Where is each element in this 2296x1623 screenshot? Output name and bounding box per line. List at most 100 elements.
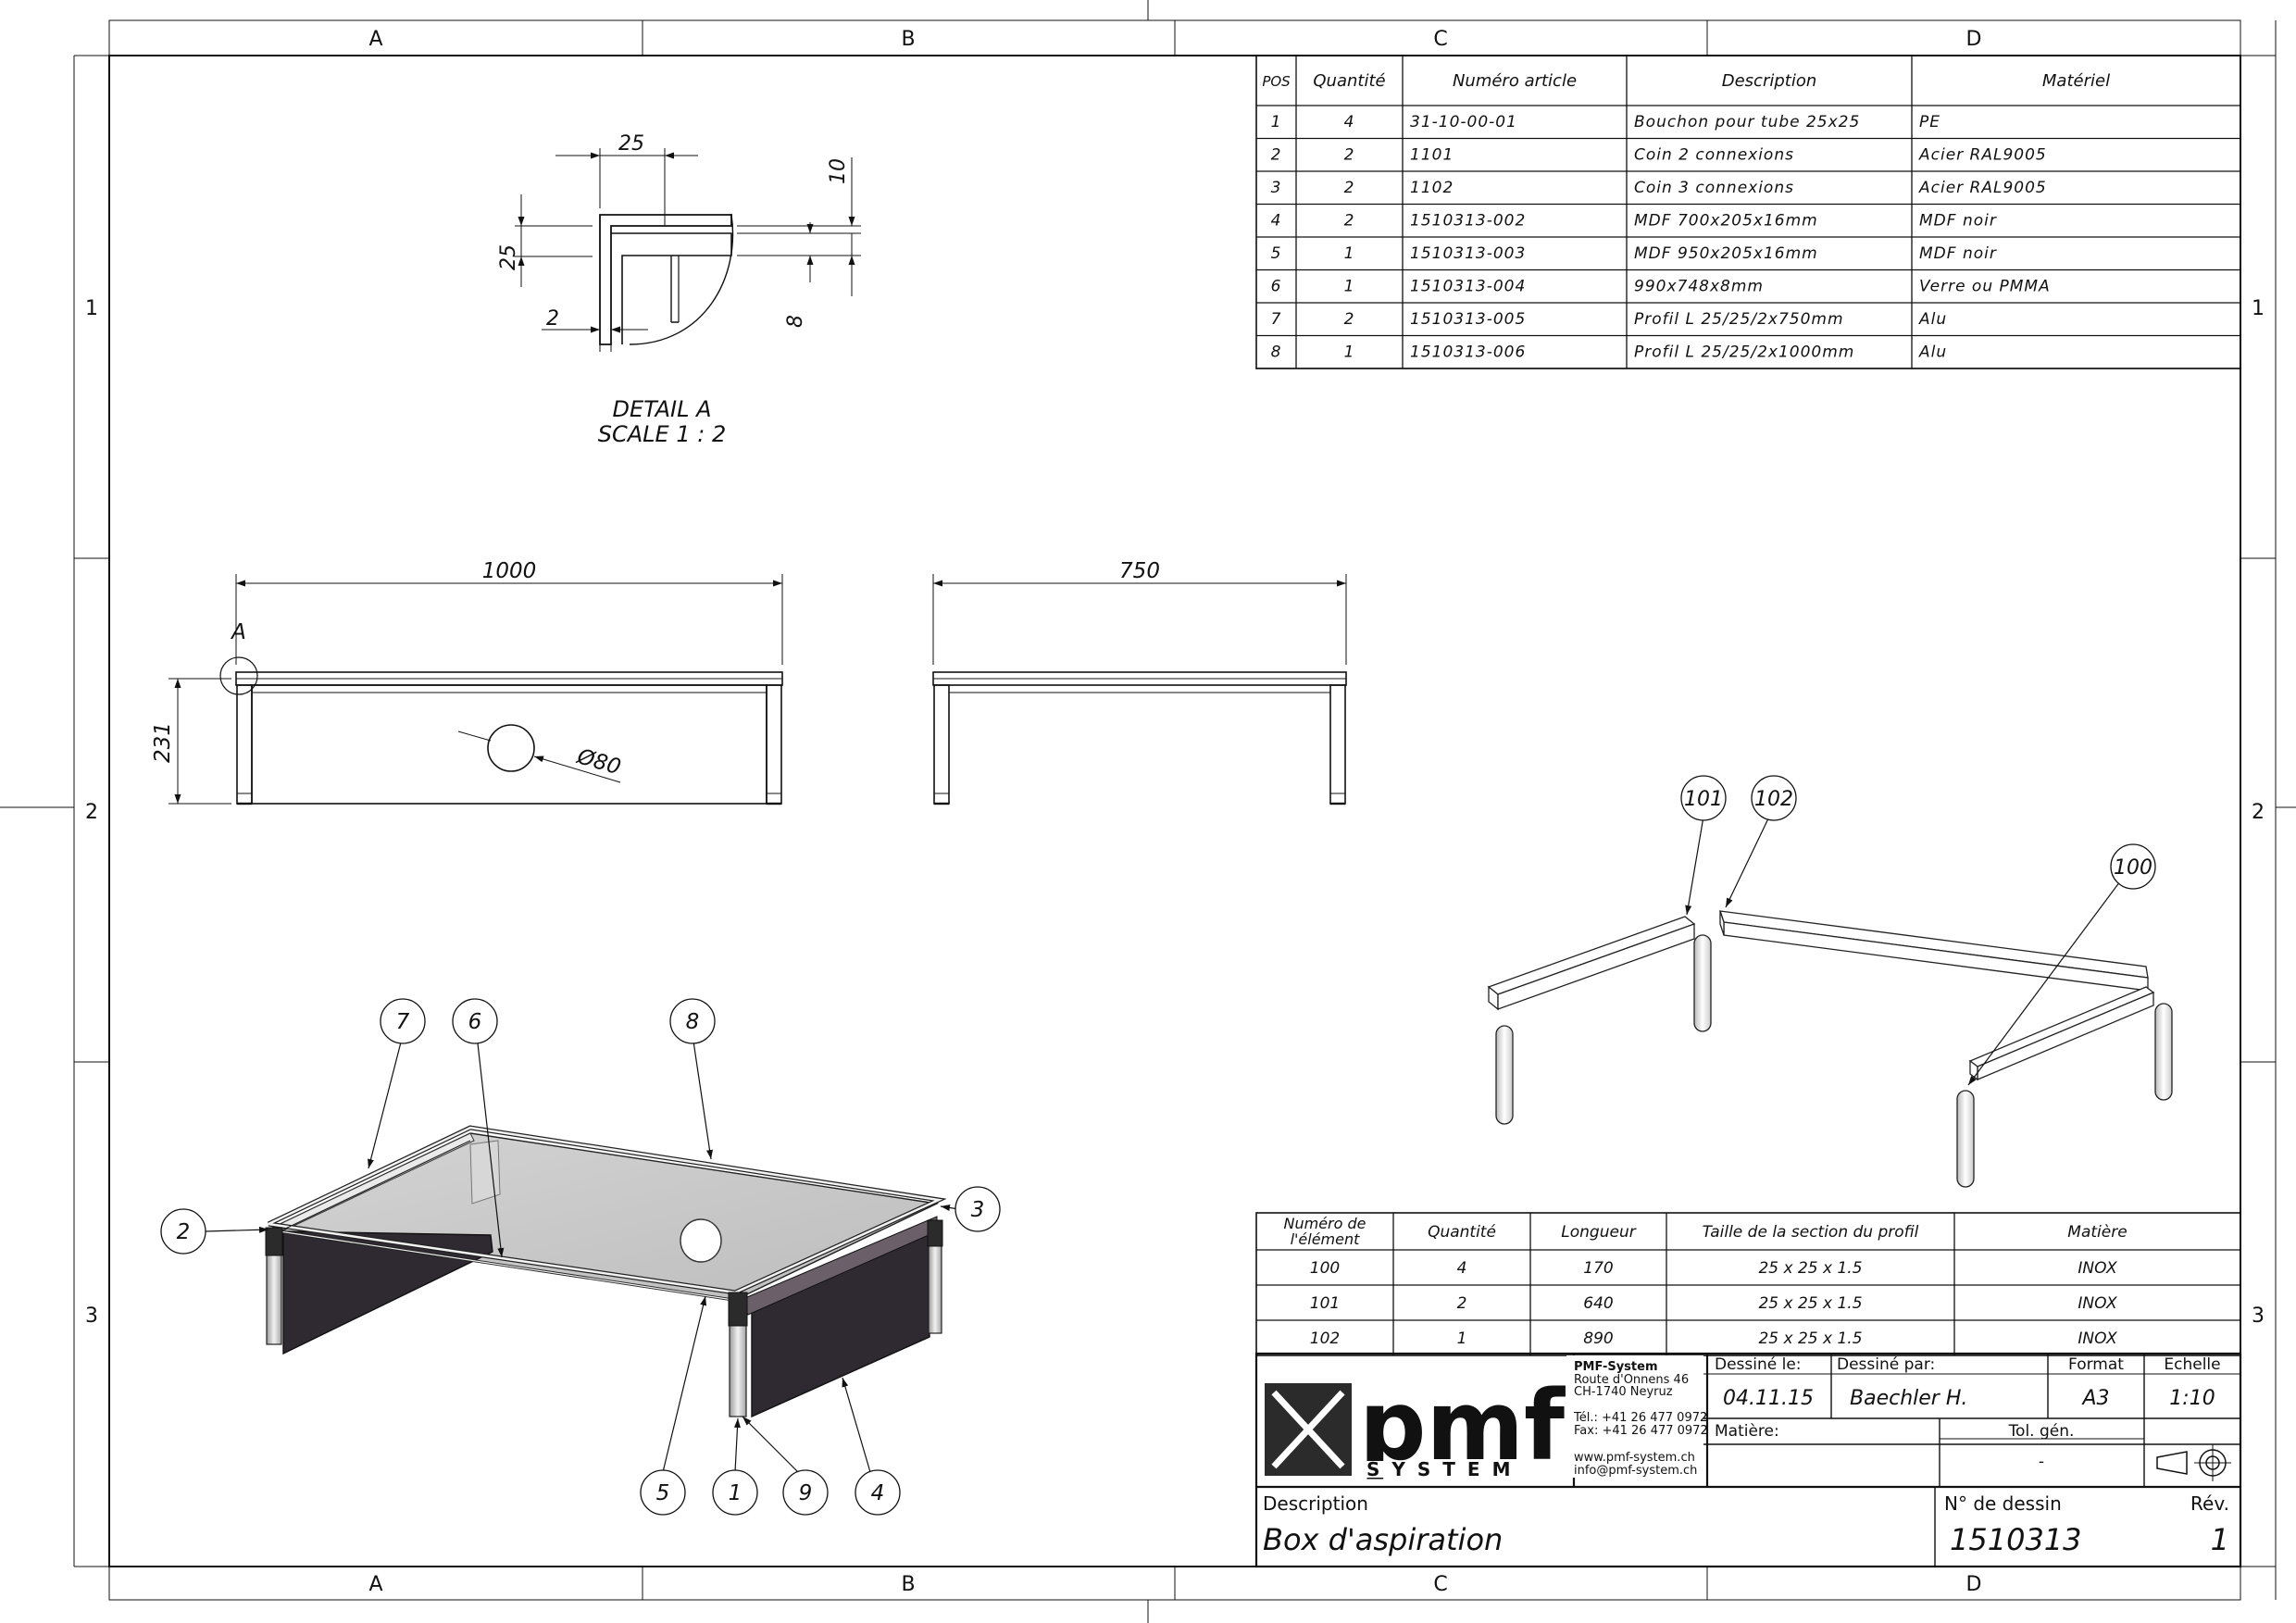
bom-cell: 1510313-002 — [1410, 212, 1526, 231]
drawing-no-label: N° de dessin — [1944, 1492, 2062, 1515]
balloon-circle — [1751, 775, 1797, 821]
profile-header-3: Taille de la section du profil — [1703, 1223, 1919, 1242]
bom-header-3: Description — [1722, 71, 1817, 91]
balloon-circle — [2110, 843, 2156, 890]
format-label: Format — [2068, 1355, 2124, 1374]
col-label-top-d: D — [1966, 28, 1982, 51]
bom-cell: Acier RAL9005 — [1918, 146, 2047, 165]
scale-label: Echelle — [2164, 1355, 2220, 1374]
bom-cell: MDF 950x205x16mm — [1634, 244, 1818, 263]
bom-cell: 4 — [1344, 113, 1355, 131]
rev-value: 1 — [2211, 1522, 2229, 1557]
balloon-circle — [712, 1469, 758, 1516]
balloon-circle — [955, 1186, 1001, 1232]
profile-cell: INOX — [2078, 1259, 2117, 1278]
profile-cell: INOX — [2078, 1330, 2117, 1348]
scale-value: 1:10 — [2169, 1387, 2215, 1410]
company-web-text: www.pmf-system.ch — [1574, 1451, 1695, 1465]
front-dim-hole: Ø80 — [574, 744, 624, 780]
balloon-circle — [669, 998, 716, 1044]
bom-cell: MDF 700x205x16mm — [1634, 212, 1818, 231]
profile-header-2: Longueur — [1561, 1223, 1636, 1242]
bom-cell: 990x748x8mm — [1634, 278, 1764, 296]
rev-label: Rév. — [2190, 1492, 2229, 1515]
col-label-bottom-b: B — [901, 1573, 915, 1596]
front-view — [168, 574, 783, 805]
bom-cell: 1 — [1344, 244, 1355, 263]
profile-cell: 100 — [1310, 1259, 1340, 1278]
bom-cell: 31-10-00-01 — [1410, 113, 1517, 131]
logo-sub-text: SYSTEM — [1366, 1458, 1523, 1480]
detail-marker-a: A — [230, 620, 246, 644]
row-label-left-2: 2 — [85, 801, 98, 824]
bom-cell: 1 — [1271, 113, 1282, 131]
col-label-bottom-a: A — [368, 1573, 382, 1596]
bom-cell: MDF noir — [1919, 244, 1997, 263]
balloon-circle — [1680, 775, 1727, 821]
bom-header-1: Quantité — [1313, 71, 1385, 91]
company-tel-text: Tél.: +41 26 477 0972 — [1573, 1411, 1707, 1425]
assembly-leaders — [205, 1034, 960, 1473]
company-info-text: PMF-System Route d'Onnens 46 CH-1740 Ney… — [1573, 1360, 1708, 1478]
post-100-d — [2154, 1003, 2173, 1101]
title-block-fields: Dessiné le: 04.11.15 Dessiné par: Baechl… — [1263, 1355, 2229, 1557]
balloon-label: 3 — [971, 1198, 985, 1222]
balloon-label: 4 — [871, 1481, 885, 1505]
bom-cell: 3 — [1271, 179, 1282, 197]
bom-cell: 1510313-003 — [1410, 244, 1526, 263]
col-label-bottom-c: C — [1433, 1573, 1447, 1596]
row-label-left-1: 1 — [85, 297, 98, 320]
format-value: A3 — [2080, 1387, 2109, 1410]
row-label-right-2: 2 — [2252, 801, 2265, 824]
isometric-assembly — [265, 1125, 947, 1418]
profile-cell: 101 — [1310, 1294, 1340, 1313]
drawn-on-value: 04.11.15 — [1723, 1387, 1814, 1410]
balloon-circle — [640, 1469, 686, 1516]
profile-cell: 25 x 25 x 1.5 — [1758, 1330, 1862, 1348]
drawing-no-value: 1510313 — [1950, 1522, 2082, 1557]
bom-cell: 1 — [1344, 343, 1355, 362]
bom-cell: 2 — [1344, 146, 1355, 165]
bom-cell: Coin 3 connexions — [1634, 179, 1794, 197]
profile-cell: INOX — [2078, 1294, 2117, 1313]
balloon-label: 102 — [1754, 788, 1793, 811]
profile-header-4: Matière — [2067, 1223, 2127, 1242]
balloon-label: 9 — [799, 1481, 813, 1505]
col-label-top-a: A — [368, 28, 382, 51]
company-fax-text: Fax: +41 26 477 0972 — [1574, 1424, 1708, 1438]
tolerance-label: Tol. gén. — [2008, 1422, 2075, 1441]
bom-cell: 1510313-005 — [1410, 310, 1526, 329]
profile-cell: 640 — [1583, 1294, 1613, 1313]
detail-dim-right-top: 10 — [827, 158, 850, 184]
bom-cell: 2 — [1271, 146, 1282, 165]
balloon-label: 7 — [396, 1010, 410, 1034]
bom-header-4: Matériel — [2042, 71, 2110, 91]
detail-dim-top: 25 — [618, 132, 644, 156]
bom-cell: Bouchon pour tube 25x25 — [1634, 113, 1860, 131]
balloon-label: 8 — [686, 1010, 700, 1034]
profile-cell: 1 — [1457, 1330, 1467, 1348]
bom-cell: 6 — [1271, 278, 1282, 296]
bom-cell: Acier RAL9005 — [1918, 179, 2047, 197]
suction-hole — [680, 1218, 722, 1263]
balloon-label: 1 — [729, 1481, 742, 1505]
bom-cell: 1 — [1344, 278, 1355, 296]
row-label-right-1: 1 — [2252, 297, 2265, 320]
bom-cell: Verre ou PMMA — [1919, 278, 2051, 296]
bom-cell: 5 — [1271, 244, 1282, 263]
detail-title: DETAIL A — [612, 396, 711, 422]
side-dim-width: 750 — [1119, 559, 1160, 583]
bom-cell: 4 — [1271, 212, 1282, 231]
company-email-text: info@pmf-system.ch — [1574, 1464, 1697, 1478]
front-dim-height: 231 — [151, 722, 175, 763]
detail-a-view — [515, 148, 861, 352]
exploded-leaders — [1685, 814, 2121, 1086]
